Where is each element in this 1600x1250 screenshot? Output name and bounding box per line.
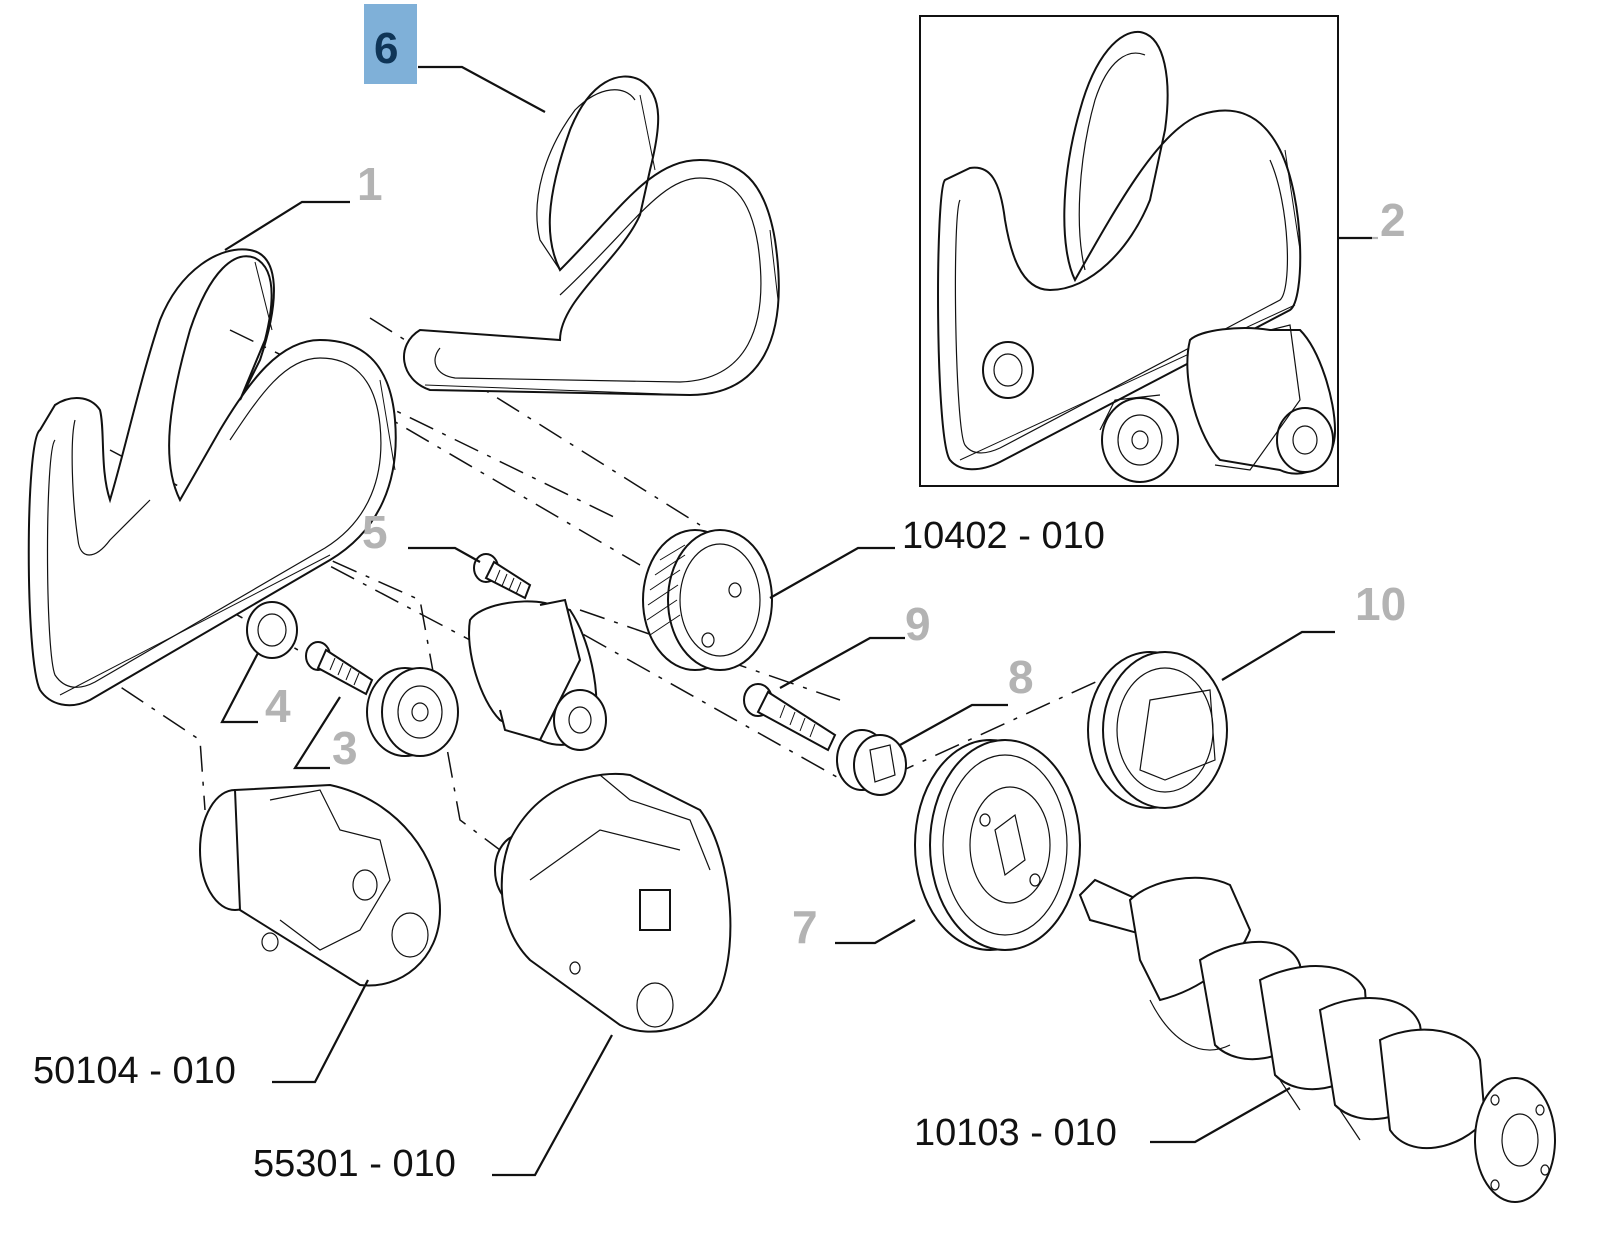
part-code-crankshaft[interactable]: 10103 - 010 (914, 1112, 1117, 1154)
water-pump-pulley-drawing (642, 529, 773, 671)
bolt-5-drawing (473, 553, 532, 600)
ref-6-highlighted[interactable]: 6 (374, 24, 398, 73)
ac-compressor-drawing (199, 783, 442, 987)
center-tensioner-drawing (468, 598, 607, 751)
bolt-9-drawing (743, 683, 837, 752)
part-code-labels: 10402 - 010 50104 - 010 55301 - 010 1010… (33, 515, 1117, 1185)
part-code-water-pump-pulley[interactable]: 10402 - 010 (902, 515, 1105, 557)
alternator-drawing (494, 772, 732, 1033)
part-code-alternator[interactable]: 55301 - 010 (253, 1143, 456, 1185)
damper-pulley-10-drawing (1087, 651, 1228, 809)
ref-5[interactable]: 5 (362, 506, 388, 558)
ref-10[interactable]: 10 (1355, 578, 1406, 630)
ref-2[interactable]: 2 (1380, 194, 1406, 246)
idler-roller-drawing (366, 667, 459, 757)
bolt-3-drawing (305, 641, 374, 696)
ref-1[interactable]: 1 (357, 158, 383, 210)
ref-7[interactable]: 7 (792, 901, 818, 953)
ref-4[interactable]: 4 (265, 680, 291, 732)
crankshaft-drawing (1078, 876, 1556, 1203)
highlight-box-ref-6 (364, 4, 417, 84)
crank-pulley-7-drawing (914, 739, 1081, 951)
belt-6-drawing (403, 75, 780, 397)
ref-8[interactable]: 8 (1008, 651, 1034, 703)
leader-lines (220, 65, 1378, 1177)
ref-9[interactable]: 9 (905, 598, 931, 650)
ring-4-drawing (246, 601, 298, 659)
reference-numbers: 6 1 2 5 4 3 9 8 10 7 (265, 4, 1406, 953)
part-code-ac-compressor[interactable]: 50104 - 010 (33, 1050, 236, 1092)
spacer-8-drawing (836, 729, 907, 796)
inset-kit-2 (919, 15, 1339, 487)
belt-1-drawing (27, 248, 397, 707)
ref-3[interactable]: 3 (332, 722, 358, 774)
